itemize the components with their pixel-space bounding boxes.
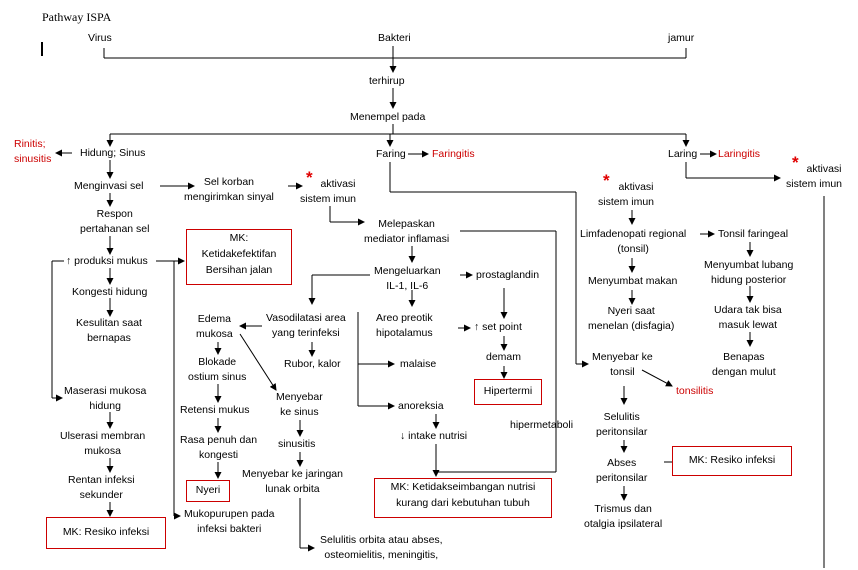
node-faring: Faring: [376, 148, 406, 160]
node-kongesti: Kongesti hidung: [72, 286, 148, 298]
node-hipermetaboli: hipermetaboli: [510, 419, 574, 431]
asterisk-mark: *: [603, 171, 610, 190]
node-prostaglandin: prostaglandin: [476, 269, 540, 281]
node-terhirup: terhirup: [369, 75, 405, 87]
page-title: Pathway ISPA: [42, 10, 112, 24]
mk-nyeri: Nyeri: [186, 480, 230, 502]
node-tonsilitis: tonsilitis: [676, 385, 714, 397]
mk-hipertermi: Hipertermi: [474, 379, 542, 405]
node-laringitis: Laringitis: [718, 148, 761, 160]
asterisk-mark: *: [306, 168, 313, 187]
node-demam: demam: [486, 351, 522, 363]
node-faringitis: Faringitis: [432, 148, 475, 160]
node-hidung-sinus: Hidung; Sinus: [80, 147, 146, 159]
node-malaise: malaise: [400, 358, 437, 370]
asterisk-mark: *: [792, 153, 799, 172]
node-selulitis-orbita: Selulitis orbita atau abses,osteomieliti…: [320, 534, 443, 561]
node-laring: Laring: [668, 148, 698, 160]
node-menginvasi: Menginvasi sel: [74, 180, 144, 192]
node-retensi: Retensi mukus: [180, 404, 250, 416]
node-menempel: Menempel pada: [350, 111, 426, 123]
mk-resiko-infeksi-left: MK: Resiko infeksi: [46, 517, 166, 549]
node-produksi-mukus: ↑ produksi mukus: [66, 255, 148, 267]
node-rubor: Rubor, kalor: [284, 358, 341, 370]
node-set-point: ↑ set point: [474, 321, 522, 333]
node-jamur: jamur: [668, 32, 695, 44]
node-tonsil-faringeal: Tonsil faringeal: [718, 228, 789, 240]
mk-resiko-infeksi-right: MK: Resiko infeksi: [672, 446, 792, 476]
node-limfadenopati: Limfadenopati regional(tonsil): [580, 228, 687, 255]
node-anoreksia: anoreksia: [398, 400, 444, 412]
node-bakteri: Bakteri: [378, 32, 411, 44]
node-virus: Virus: [88, 32, 112, 44]
node-sinusitis: sinusitis: [278, 438, 316, 450]
node-menyumbat-makan: Menyumbat makan: [588, 275, 678, 287]
node-intake: ↓ intake nutrisi: [400, 430, 468, 442]
node-rinitis: Rinitis;sinusitis: [14, 138, 52, 165]
